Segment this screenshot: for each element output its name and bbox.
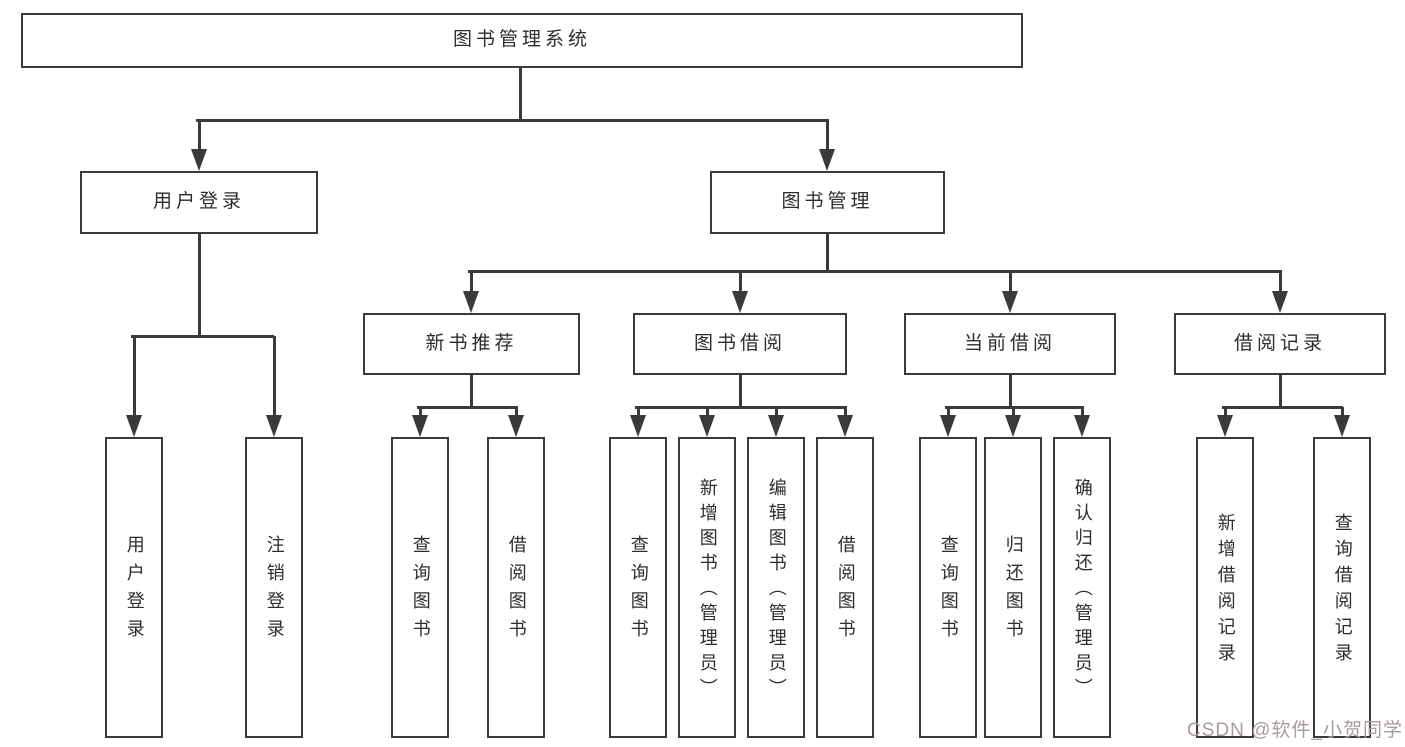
node-book-borrow: 图书借阅 <box>633 313 847 375</box>
leaf-add-borrow-record: 新增借阅记录 <box>1196 437 1254 738</box>
arrow-down-icon <box>768 415 784 437</box>
connector-line <box>417 405 518 409</box>
leaf-edit-book-admin: 编辑图书（管理员） <box>747 437 805 738</box>
arrow-down-icon <box>463 291 479 313</box>
leaf-borrow-book-recommend: 借阅图书 <box>487 437 545 738</box>
leaf-borrow-book: 借阅图书 <box>816 437 874 738</box>
leaf-query-book-current: 查询图书 <box>919 437 977 738</box>
connector-line <box>197 234 201 337</box>
connector-line <box>1222 405 1343 409</box>
connector-line <box>518 68 522 121</box>
arrow-down-icon <box>126 415 142 437</box>
leaf-logout: 注销登录 <box>245 437 303 738</box>
connector-line <box>738 271 742 293</box>
arrow-down-icon <box>699 415 715 437</box>
connector-line <box>738 375 742 408</box>
connector-line <box>843 407 847 417</box>
connector-line <box>1008 271 1012 293</box>
node-library-system: 图书管理系统 <box>21 13 1023 68</box>
connector-line <box>825 120 829 151</box>
connector-line <box>1278 271 1282 293</box>
connector-line <box>196 118 829 122</box>
connector-line <box>705 407 709 417</box>
node-user-login: 用户登录 <box>80 171 318 234</box>
connector-line <box>469 375 473 408</box>
connector-line <box>197 120 201 151</box>
connector-line <box>514 407 518 417</box>
connector-line <box>946 407 950 417</box>
connector-line <box>945 405 1084 409</box>
connector-line <box>418 407 422 417</box>
connector-line <box>1278 375 1282 408</box>
node-current-borrow: 当前借阅 <box>904 313 1116 375</box>
arrow-down-icon <box>1005 415 1021 437</box>
arrow-down-icon <box>1272 291 1288 313</box>
leaf-add-book-admin: 新增图书（管理员） <box>678 437 736 738</box>
csdn-watermark: CSDN @软件_小贺同学 <box>1187 720 1403 741</box>
connector-line <box>1223 407 1227 417</box>
leaf-confirm-return-admin: 确认归还（管理员） <box>1053 437 1111 738</box>
node-new-book-recommend: 新书推荐 <box>363 313 580 375</box>
connector-line <box>774 407 778 417</box>
connector-line <box>1080 407 1084 417</box>
arrow-down-icon <box>1334 415 1350 437</box>
arrow-down-icon <box>732 291 748 313</box>
arrow-down-icon <box>837 415 853 437</box>
arrow-down-icon <box>1074 415 1090 437</box>
arrow-down-icon <box>1217 415 1233 437</box>
connector-line <box>1340 407 1344 417</box>
connector-line <box>131 334 274 338</box>
arrow-down-icon <box>819 149 835 171</box>
connector-line <box>635 405 847 409</box>
leaf-query-borrow-record: 查询借阅记录 <box>1313 437 1371 738</box>
arrow-down-icon <box>412 415 428 437</box>
connector-line <box>468 269 1282 273</box>
connector-line <box>1011 407 1015 417</box>
arrow-down-icon <box>508 415 524 437</box>
arrow-down-icon <box>940 415 956 437</box>
leaf-return-book: 归还图书 <box>984 437 1042 738</box>
arrow-down-icon <box>266 415 282 437</box>
connector-line <box>1008 375 1012 408</box>
node-book-management: 图书管理 <box>710 171 945 234</box>
connector-line <box>825 234 829 272</box>
arrow-down-icon <box>1002 291 1018 313</box>
leaf-query-book-recommend: 查询图书 <box>391 437 449 738</box>
leaf-query-book-borrow: 查询图书 <box>609 437 667 738</box>
node-borrow-record: 借阅记录 <box>1174 313 1386 375</box>
arrow-down-icon <box>630 415 646 437</box>
connector-line <box>272 336 276 417</box>
connector-line <box>132 336 136 417</box>
connector-line <box>636 407 640 417</box>
connector-line <box>469 271 473 293</box>
leaf-user-login: 用户登录 <box>105 437 163 738</box>
arrow-down-icon <box>191 149 207 171</box>
